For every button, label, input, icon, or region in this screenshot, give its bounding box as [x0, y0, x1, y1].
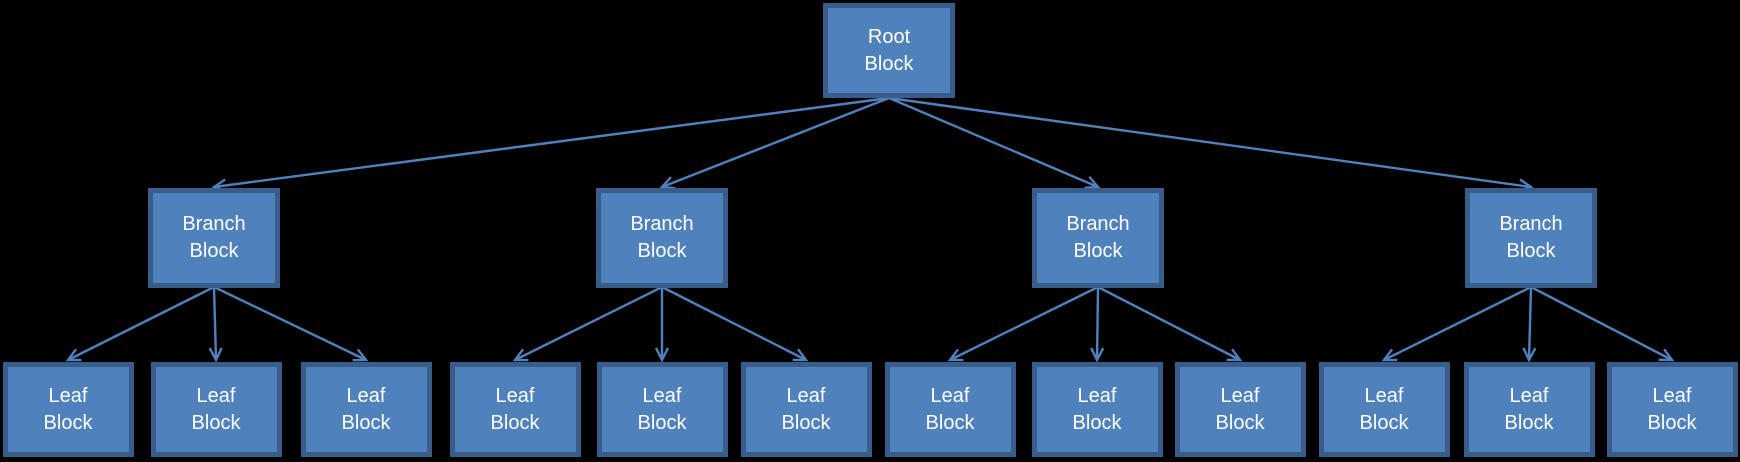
connector-arrow [662, 96, 890, 187]
root-block-node: Root Block [823, 3, 955, 98]
branch-block-node: Branch Block [1465, 188, 1597, 288]
connector-arrow [1097, 286, 1098, 360]
leaf-block-node: Leaf Block [1318, 362, 1450, 457]
leaf-block-node-label: Leaf Block [341, 384, 391, 434]
branch-block-node-label: Branch Block [1499, 213, 1563, 262]
leaf-block-node: Leaf Block [740, 362, 872, 457]
leaf-block-node: Leaf Block [1463, 362, 1595, 457]
leaf-block-node: Leaf Block [300, 362, 432, 457]
leaf-block-node-label: Leaf Block [1647, 384, 1697, 434]
leaf-block-node: Leaf Block [884, 362, 1016, 457]
connector-arrow [1384, 285, 1532, 360]
branch-block-node: Branch Block [596, 188, 728, 288]
branch-block-node-label: Branch Block [630, 213, 694, 262]
branch-block-node: Branch Block [148, 188, 280, 288]
connector-arrow [1097, 285, 1240, 360]
connector-arrow [213, 285, 366, 360]
leaf-block-node: Leaf Block [150, 362, 282, 457]
leaf-block-node-label: Leaf Block [925, 384, 975, 434]
leaf-block-node: Leaf Block [449, 362, 581, 457]
leaf-block-node: Leaf Block [1606, 362, 1738, 457]
connector-arrow [214, 286, 216, 360]
root-block-node-label: Root Block [864, 25, 914, 75]
leaf-block-node-label: Leaf Block [637, 384, 687, 434]
leaf-block-node-label: Leaf Block [1215, 384, 1265, 434]
connector-arrow [888, 96, 1531, 187]
leaf-block-node-label: Leaf Block [490, 384, 540, 434]
leaf-block-node-label: Leaf Block [781, 384, 831, 434]
leaf-block-node-label: Leaf Block [191, 384, 241, 434]
leaf-block-node: Leaf Block [1031, 362, 1163, 457]
branch-block-node-label: Branch Block [182, 213, 246, 262]
leaf-block-node: Leaf Block [1174, 362, 1306, 457]
branch-block-node-label: Branch Block [1066, 213, 1130, 262]
connector-arrow [1530, 285, 1672, 360]
leaf-block-node-label: Leaf Block [43, 384, 93, 434]
connector-arrow [68, 285, 215, 360]
leaf-block-node: Leaf Block [2, 362, 134, 457]
leaf-block-node-label: Leaf Block [1504, 384, 1554, 434]
leaf-block-node-label: Leaf Block [1072, 384, 1122, 434]
connector-arrow [214, 96, 890, 187]
connector-arrow [888, 96, 1098, 187]
connector-arrow [1529, 286, 1531, 360]
connector-arrow [515, 285, 663, 360]
connector-arrow [661, 285, 806, 360]
connector-arrow [950, 285, 1099, 360]
branch-block-node: Branch Block [1032, 188, 1164, 288]
leaf-block-node: Leaf Block [596, 362, 728, 457]
leaf-block-node-label: Leaf Block [1359, 384, 1409, 434]
